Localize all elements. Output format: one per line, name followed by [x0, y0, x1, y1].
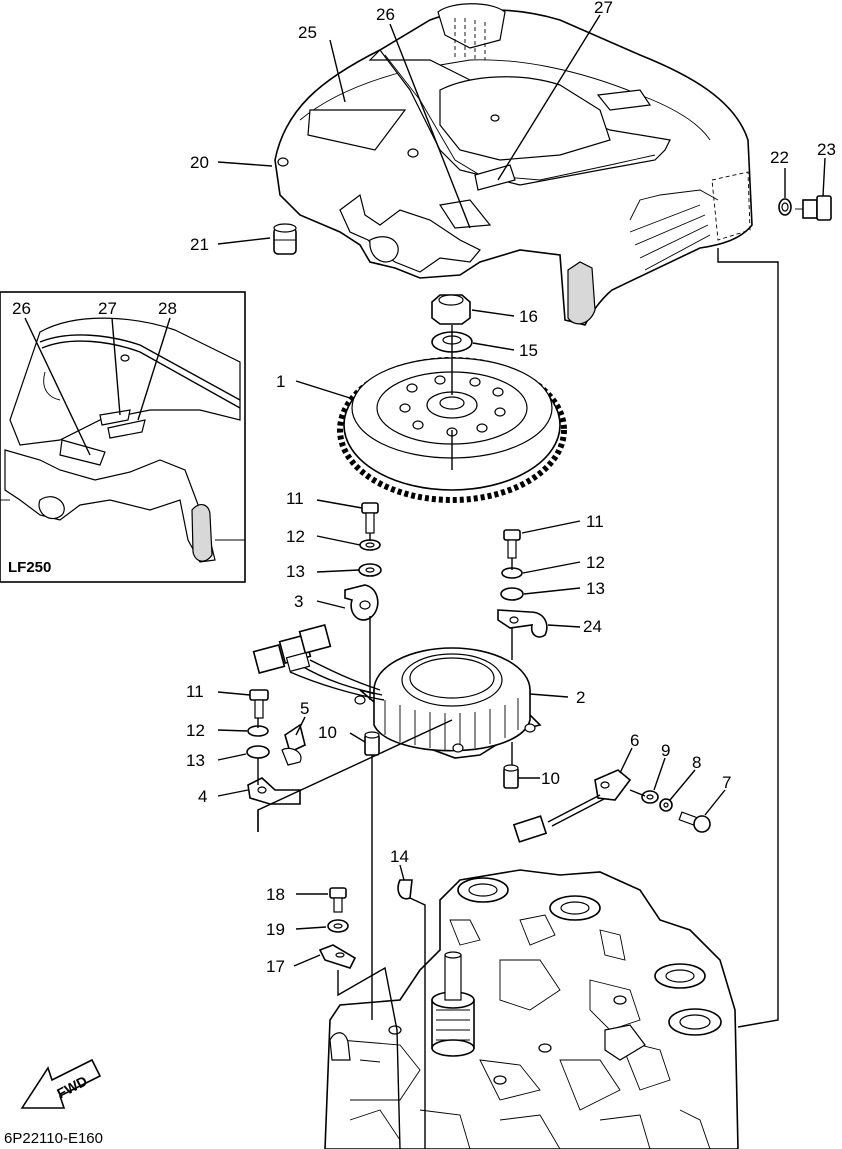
stator-connectors [252, 624, 332, 674]
callout-19: 19 [266, 920, 285, 939]
inset-callout-27: 27 [98, 299, 117, 318]
bracket-4 [247, 777, 301, 805]
callout-20: 20 [190, 153, 209, 172]
callout-13-right: 13 [586, 579, 605, 598]
inset-callout-28: 28 [158, 299, 177, 318]
callout-2: 2 [576, 688, 585, 707]
callout-15: 15 [519, 341, 538, 360]
callout-5: 5 [300, 699, 309, 718]
collar-10-right [503, 764, 519, 789]
callout-labels: 25 26 27 20 21 22 23 16 15 1 11 12 13 3 … [8, 0, 836, 976]
callout-11-right: 11 [586, 512, 604, 531]
holder-5 [281, 723, 306, 766]
callout-1: 1 [276, 372, 285, 391]
washer-13-right [500, 587, 524, 601]
callout-18: 18 [266, 885, 285, 904]
grommet-21 [273, 223, 297, 255]
engine-block [324, 869, 739, 1149]
washer-8 [659, 798, 673, 812]
bolt-11-right [503, 529, 521, 559]
screw-7 [678, 811, 711, 833]
bolt-11-left [361, 502, 379, 534]
callout-13-lower: 13 [186, 751, 205, 770]
callout-27: 27 [594, 0, 613, 17]
bolt-11-lower [249, 689, 269, 719]
callout-24: 24 [583, 617, 602, 636]
callout-9: 9 [661, 741, 670, 760]
callout-17: 17 [266, 957, 285, 976]
inset-model-label: LF250 [8, 559, 51, 576]
woodruff-key-14 [397, 879, 413, 900]
collar-10-left [364, 731, 380, 756]
flywheel-cover [274, 3, 753, 326]
callout-8: 8 [692, 753, 701, 772]
washer-19 [327, 919, 349, 933]
collar-22 [778, 198, 792, 216]
figure-code: 6P22110-E160 [4, 1130, 103, 1147]
callout-12-left: 12 [286, 527, 305, 546]
nut-16 [431, 294, 471, 325]
callout-7: 7 [722, 773, 731, 792]
plate-17 [318, 944, 357, 969]
callout-10-right: 10 [541, 769, 560, 788]
callout-12-lower: 12 [186, 721, 205, 740]
washer-13-left [358, 563, 382, 577]
washer-13-lower [246, 745, 270, 759]
callout-12-right: 12 [586, 553, 605, 572]
callout-4: 4 [198, 787, 207, 806]
callout-6: 6 [630, 731, 639, 750]
callout-21: 21 [190, 235, 209, 254]
washer-9 [641, 790, 659, 804]
inset-lf250 [0, 291, 246, 583]
washer-12-left [359, 539, 381, 551]
callout-22: 22 [770, 148, 789, 167]
forward-arrow-icon: FWD [20, 1058, 102, 1109]
callout-11-left: 11 [286, 489, 304, 508]
callout-16: 16 [519, 307, 538, 326]
bolt-18 [329, 887, 347, 913]
leader-lines [24, 14, 826, 1149]
callout-14: 14 [390, 847, 409, 866]
callout-13-left: 13 [286, 562, 305, 581]
inset-callout-26: 26 [12, 299, 31, 318]
callout-25: 25 [298, 23, 317, 42]
callout-11-lower: 11 [186, 682, 204, 701]
sensor-6 [512, 769, 632, 843]
bracket-24 [497, 609, 548, 638]
flywheel-magneto [337, 325, 567, 503]
clamp-3 [344, 584, 379, 621]
callout-3: 3 [294, 592, 303, 611]
stator-assembly [289, 647, 542, 759]
callout-10-left: 10 [318, 723, 337, 742]
callout-26: 26 [376, 5, 395, 24]
callout-23: 23 [817, 140, 836, 159]
bolt-23 [795, 195, 832, 221]
